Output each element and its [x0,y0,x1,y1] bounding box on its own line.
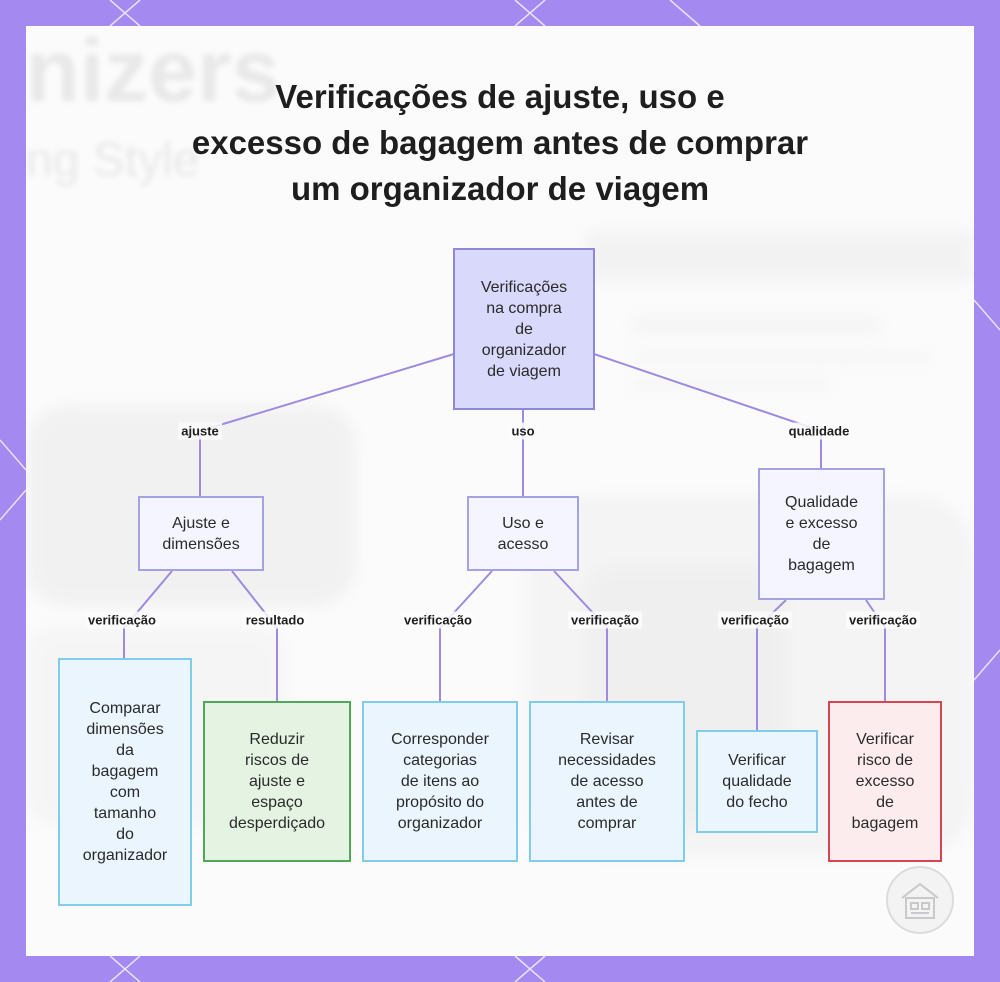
watermark-logo-icon [884,864,956,936]
node-line: bagagem [852,813,919,834]
node-line: Corresponder [391,729,489,750]
node-line: com [83,782,168,803]
node-compare: Comparar dimensões da bagagem com tamanh… [58,658,192,906]
node-line: do [83,824,168,845]
node-line: espaço [229,792,325,813]
node-line: Revisar [558,729,656,750]
node-line: Uso e [498,513,549,534]
node-line: de viagem [481,361,567,382]
node-line: antes de [558,792,656,813]
node-quality: Qualidade e excesso de bagagem [758,468,885,600]
node-line: Verificações [481,277,567,298]
node-line: Qualidade [785,492,858,513]
node-root: Verificações na compra de organizador de… [453,248,595,410]
node-line: bagagem [785,555,858,576]
node-line: de [785,534,858,555]
node-line: Verificar [852,729,919,750]
node-line: dimensões [162,534,239,555]
node-line: acesso [498,534,549,555]
node-fit: Ajuste e dimensões [138,496,264,571]
edge-label-verificacao-compare: verificação [85,612,159,629]
node-line: do fecho [722,792,791,813]
node-excess: Verificar risco de excesso de bagagem [828,701,942,862]
edge-label-verificacao-review: verificação [568,612,642,629]
node-line: dimensões [83,719,168,740]
node-line: organizador [391,813,489,834]
node-line: e excesso [785,513,858,534]
node-line: organizador [481,340,567,361]
node-line: comprar [558,813,656,834]
node-line: qualidade [722,771,791,792]
node-line: risco de [852,750,919,771]
node-line: Verificar [722,750,791,771]
node-line: necessidades [558,750,656,771]
node-line: categorias [391,750,489,771]
edge-use-review [554,571,607,701]
edge-root-fit [200,354,454,496]
node-line: de [481,319,567,340]
edge-fit-reduce [232,571,277,701]
edge-label-verificacao-zipper: verificação [718,612,792,629]
node-line: desperdiçado [229,813,325,834]
node-line: de [852,792,919,813]
node-zipper: Verificar qualidade do fecho [696,730,818,833]
node-match: Corresponder categorias de itens ao prop… [362,701,518,862]
node-line: na compra [481,298,567,319]
edge-label-verificacao-excess: verificação [846,612,920,629]
edge-use-match [440,571,492,701]
edge-label-resultado: resultado [243,612,308,629]
node-line: excesso [852,771,919,792]
node-use: Uso e acesso [467,496,579,571]
node-review: Revisar necessidades de acesso antes de … [529,701,685,862]
node-line: ajuste e [229,771,325,792]
node-line: Comparar [83,698,168,719]
node-line: riscos de [229,750,325,771]
node-line: Reduzir [229,729,325,750]
edge-label-qualidade: qualidade [786,423,853,440]
node-reduce: Reduzir riscos de ajuste e espaço desper… [203,701,351,862]
node-line: propósito do [391,792,489,813]
node-line: de itens ao [391,771,489,792]
node-line: da [83,740,168,761]
edge-root-quality [594,354,821,468]
node-line: bagagem [83,761,168,782]
edge-label-uso: uso [508,423,537,440]
node-line: Ajuste e [162,513,239,534]
node-line: tamanho [83,803,168,824]
edge-label-ajuste: ajuste [178,423,222,440]
node-line: de acesso [558,771,656,792]
edge-label-verificacao-match: verificação [401,612,475,629]
diagram-card: nizers ng Style Verificações de ajuste, … [26,26,974,956]
node-line: organizador [83,845,168,866]
